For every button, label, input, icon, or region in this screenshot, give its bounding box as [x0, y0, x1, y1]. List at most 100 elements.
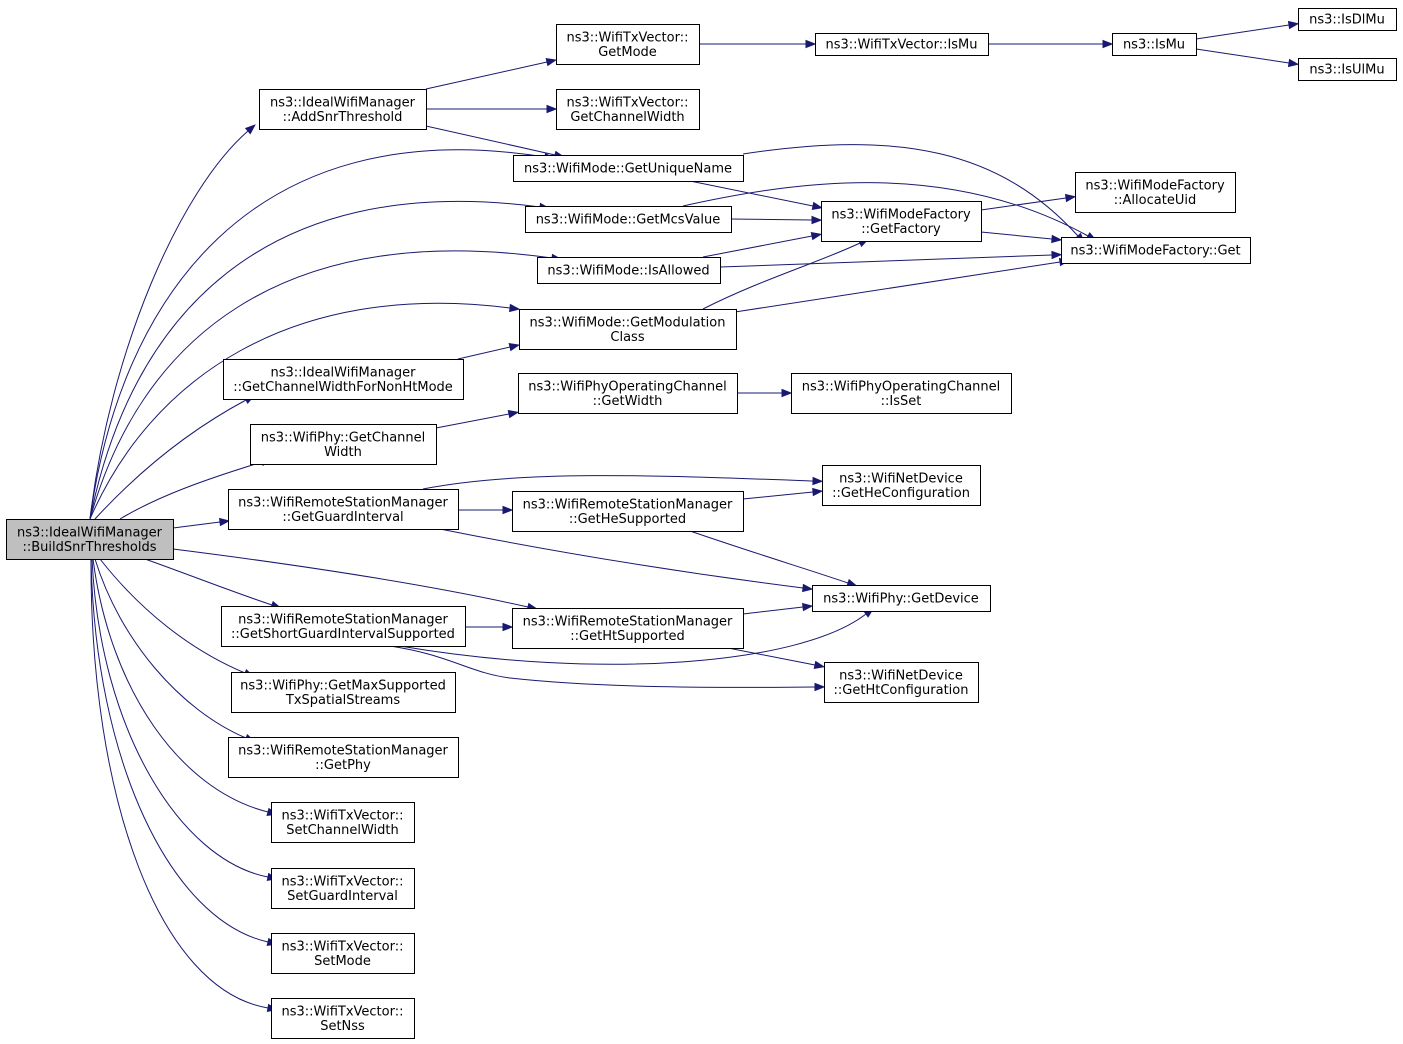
node-box: [228, 489, 459, 530]
node-label: ns3::WifiNetDevice: [839, 471, 963, 486]
node-GetGuardInterval[interactable]: ns3::WifiRemoteStationManager::GetGuardI…: [228, 489, 459, 530]
node-SetChannelWidth[interactable]: ns3::WifiTxVector::SetChannelWidth: [271, 802, 415, 843]
node-IsAllowed[interactable]: ns3::WifiMode::IsAllowed: [537, 257, 721, 284]
node-AddSnrThreshold[interactable]: ns3::IdealWifiManager::AddSnrThreshold: [259, 89, 427, 130]
edge-line: [742, 606, 804, 615]
node-SetMode[interactable]: ns3::WifiTxVector::SetMode: [271, 933, 415, 974]
edge-GetUniqueName-to-GetFactory: [689, 180, 824, 211]
node-label: ns3::WifiModeFactory: [831, 207, 971, 222]
node-PhyGetChannelWidth[interactable]: ns3::WifiPhy::GetChannelWidth: [250, 424, 437, 465]
node-box: [512, 491, 744, 532]
node-box: [231, 672, 456, 713]
node-box: [824, 662, 979, 703]
node-label: ns3::WifiPhyOperatingChannel: [528, 379, 727, 394]
node-GetChannelWidthForNonHtMode[interactable]: ns3::IdealWifiManager::GetChannelWidthFo…: [223, 359, 464, 400]
edge-line: [94, 558, 247, 739]
node-box: [822, 465, 981, 506]
node-GetHtSupported[interactable]: ns3::WifiRemoteStationManager::GetHtSupp…: [512, 608, 744, 649]
arrowhead-icon: [502, 622, 514, 632]
node-PhyGetDevice[interactable]: ns3::WifiPhy::GetDevice: [812, 585, 991, 612]
edge-line: [389, 645, 816, 688]
node-IsDlMu[interactable]: ns3::IsDlMu: [1298, 8, 1397, 31]
edge-line: [89, 149, 546, 520]
node-label: ::GetHeConfiguration: [832, 486, 970, 501]
node-label: ns3::WifiTxVector::: [281, 874, 403, 889]
call-nodes: ns3::IdealWifiManager::BuildSnrThreshold…: [6, 8, 1397, 1039]
node-GetHeSupported[interactable]: ns3::WifiRemoteStationManager::GetHeSupp…: [512, 491, 744, 532]
node-label: ns3::WifiRemoteStationManager: [523, 614, 733, 629]
node-TxGetChannelWidth[interactable]: ns3::WifiTxVector::GetChannelWidth: [556, 89, 700, 130]
arrowhead-icon: [812, 487, 824, 497]
arrowhead-icon: [811, 215, 823, 225]
arrowhead-icon: [1287, 58, 1300, 68]
arrowhead-icon: [1051, 234, 1063, 244]
arrowhead-icon: [502, 505, 514, 515]
node-IsMu[interactable]: ns3::IsMu: [1112, 33, 1197, 56]
node-SetNss[interactable]: ns3::WifiTxVector::SetNss: [271, 998, 415, 1039]
edge-line: [89, 200, 541, 520]
node-label: ns3::IsDlMu: [1309, 13, 1385, 28]
node-GetMcsValue[interactable]: ns3::WifiMode::GetMcsValue: [525, 206, 732, 233]
call-edges: [89, 20, 1300, 1013]
edge-line: [92, 558, 269, 813]
arrowhead-icon: [545, 57, 558, 67]
node-box: [271, 868, 415, 909]
node-label: ns3::WifiRemoteStationManager: [238, 495, 448, 510]
edge-GetModulationClass-to-GetFactory: [702, 238, 870, 310]
edge-AddSnrThreshold-to-GetUniqueName: [425, 125, 566, 160]
edge-GetHtSupported-to-GetHtConfiguration: [727, 647, 826, 670]
node-FactoryGet[interactable]: ns3::WifiModeFactory::Get: [1061, 237, 1251, 264]
node-GetUniqueName[interactable]: ns3::WifiMode::GetUniqueName: [513, 155, 744, 182]
node-label: ::GetChannelWidthForNonHtMode: [233, 380, 453, 395]
edge-GetHeSupported-to-GetHeConfiguration: [742, 487, 824, 500]
node-box: [1061, 237, 1251, 264]
edge-line: [742, 491, 814, 500]
arrowhead-icon: [509, 303, 521, 313]
edge-GetFactory-to-AllocateUid: [980, 193, 1077, 211]
arrowhead-icon: [805, 39, 817, 49]
node-label: ::AddSnrThreshold: [283, 110, 403, 125]
node-box: [1298, 8, 1397, 31]
node-label: GetMode: [598, 45, 657, 60]
node-label: ::GetGuardInterval: [282, 510, 403, 525]
node-IsUlMu[interactable]: ns3::IsUlMu: [1298, 58, 1397, 81]
node-GetShortGuardIntervalSupported[interactable]: ns3::WifiRemoteStationManager::GetShortG…: [221, 606, 466, 647]
edge-line: [91, 558, 269, 878]
node-label: ::GetHtConfiguration: [834, 683, 969, 698]
node-BuildSnrThresholds[interactable]: ns3::IdealWifiManager::BuildSnrThreshold…: [6, 519, 174, 560]
edge-GetChannelWidthForNonHtMode-to-GetModulationClass: [457, 342, 521, 360]
node-box: [821, 201, 982, 242]
edge-line: [727, 647, 816, 666]
node-label: SetNss: [320, 1019, 365, 1034]
node-GetPhy[interactable]: ns3::WifiRemoteStationManager::GetPhy: [228, 737, 459, 778]
node-OpChIsSet[interactable]: ns3::WifiPhyOperatingChannel::IsSet: [791, 373, 1012, 414]
node-SetGuardInterval[interactable]: ns3::WifiTxVector::SetGuardInterval: [271, 868, 415, 909]
node-box: [518, 373, 738, 414]
node-TxGetMode[interactable]: ns3::WifiTxVector::GetMode: [556, 24, 700, 65]
node-label: SetGuardInterval: [287, 889, 398, 904]
node-box: [223, 359, 464, 400]
edge-line: [435, 413, 510, 429]
node-box: [512, 608, 744, 649]
node-box: [815, 33, 989, 56]
node-TxIsMu[interactable]: ns3::WifiTxVector::IsMu: [815, 33, 989, 56]
node-box: [271, 802, 415, 843]
edge-line: [742, 144, 1079, 237]
node-AllocateUid[interactable]: ns3::WifiModeFactory::AllocateUid: [1075, 172, 1236, 213]
edge-line: [980, 197, 1067, 211]
node-OpChGetWidth[interactable]: ns3::WifiPhyOperatingChannel::GetWidth: [518, 373, 738, 414]
node-GetMaxSupportedTxSpatialStreams[interactable]: ns3::WifiPhy::GetMaxSupportedTxSpatialSt…: [231, 672, 456, 713]
edge-line: [689, 530, 849, 584]
node-label: ns3::IsUlMu: [1309, 63, 1384, 78]
node-GetHtConfiguration[interactable]: ns3::WifiNetDevice::GetHtConfiguration: [824, 662, 979, 703]
node-label: ns3::WifiMode::IsAllowed: [547, 264, 709, 279]
edge-IsMu-to-IsUlMu: [1195, 48, 1300, 68]
node-box: [812, 585, 991, 612]
edge-line: [425, 125, 556, 156]
node-GetHeConfiguration[interactable]: ns3::WifiNetDevice::GetHeConfiguration: [822, 465, 981, 506]
edge-AddSnrThreshold-to-TxGetMode: [425, 57, 558, 90]
edge-GetHtSupported-to-PhyGetDevice: [742, 602, 814, 615]
edge-BuildSnrThresholds-to-GetHtSupported: [172, 548, 539, 612]
node-GetFactory[interactable]: ns3::WifiModeFactory::GetFactory: [821, 201, 982, 242]
